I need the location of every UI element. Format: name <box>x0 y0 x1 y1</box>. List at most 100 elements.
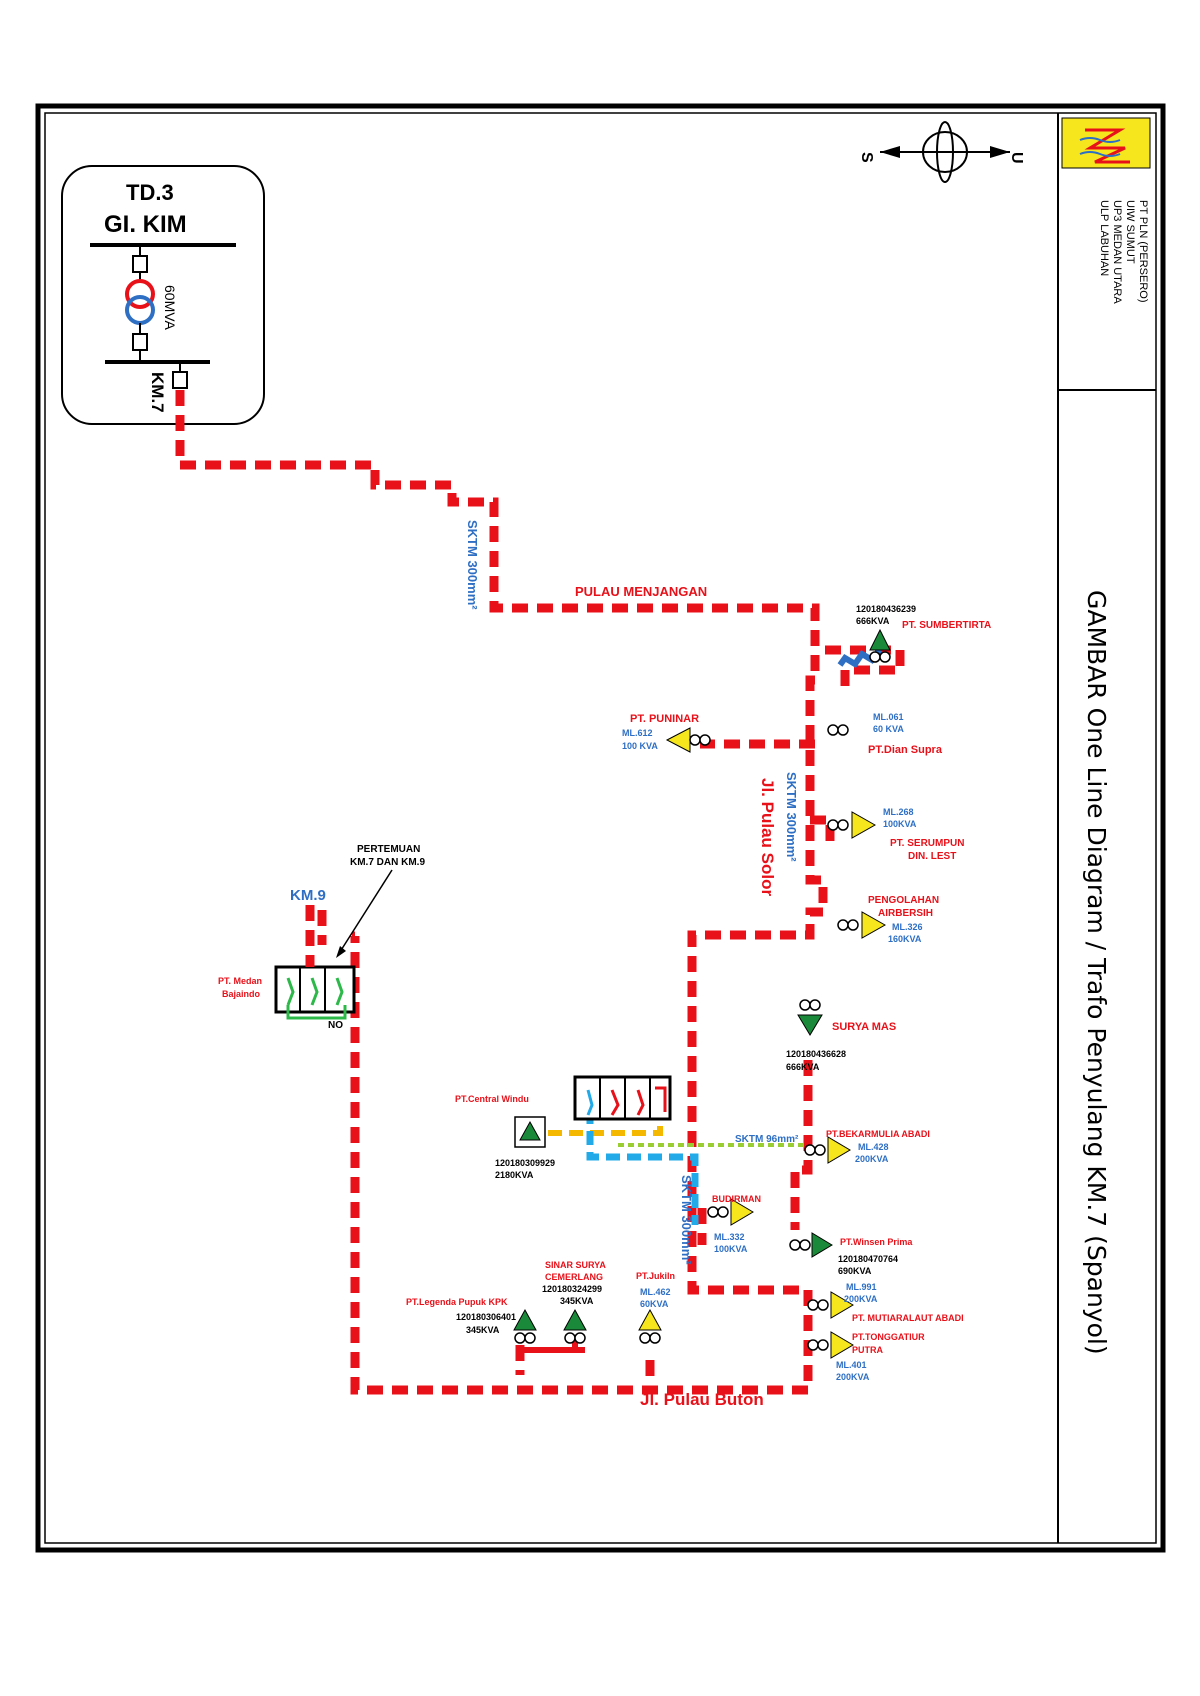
surya-mas-name: SURYA MAS <box>832 1021 896 1033</box>
transformer-sumbertirta-icon <box>869 628 891 651</box>
jukiln-kva: 60KVA <box>640 1299 669 1309</box>
sinar-surya-name1: SINAR SURYA <box>545 1260 606 1270</box>
mutiara-ml: ML.991 <box>846 1282 877 1292</box>
company-line-3: UP3 MEDAN UTARA <box>1111 200 1123 304</box>
pertemuan-line1: PERTEMUAN <box>357 844 420 855</box>
legenda-kva: 345KVA <box>466 1325 500 1335</box>
serumpun-kva: 100KVA <box>883 819 917 829</box>
switch-status-no: NO <box>328 1020 343 1031</box>
bekarmulia-kva: 200KVA <box>855 1154 889 1164</box>
winsen-name: PT.Winsen Prima <box>840 1237 913 1247</box>
transformer-capacity: 60MVA <box>162 285 178 331</box>
transformer-budirman-icon <box>730 1198 754 1226</box>
jukiln-ml: ML.462 <box>640 1287 671 1297</box>
pengolahan-name1: PENGOLAHAN <box>868 895 939 906</box>
tonggatiur-name2: PUTRA <box>852 1345 883 1355</box>
drawing-title: GAMBAR One Line Diagram / Trafo Penyulan… <box>1082 590 1111 1355</box>
transformer-mutiara-icon <box>830 1291 854 1319</box>
tonggatiur-name1: PT.TONGGATIUR <box>852 1332 925 1342</box>
surya-mas-kva: 666KVA <box>786 1062 820 1072</box>
serumpun-name2: DIN. LEST <box>908 851 956 862</box>
bekarmulia-name: PT.BEKARMULIA ABADI <box>826 1129 930 1139</box>
north-arrow-compass <box>880 121 1010 183</box>
legenda-id: 120180306401 <box>456 1312 516 1322</box>
company-line-2: UIW SUMUT <box>1124 200 1136 264</box>
mutiara-kva: 200KVA <box>844 1294 878 1304</box>
central-windu-kva: 2180KVA <box>495 1170 534 1180</box>
medan-bajaindo-name1: PT. Medan <box>218 976 262 986</box>
feeder-label-km7: KM.7 <box>148 372 167 413</box>
power-transformer-primary <box>125 279 155 309</box>
pengolahan-kva: 160KVA <box>888 934 922 944</box>
main-feeder-line <box>175 390 905 1395</box>
puninar-ml: ML.612 <box>622 728 653 738</box>
km9-label: KM.9 <box>290 887 326 904</box>
transformer-bekarmulia-icon <box>827 1136 851 1164</box>
transformer-jukiln-icon <box>638 1308 662 1331</box>
cable-label-top: SKTM 300mm² <box>465 520 480 610</box>
substation-gi: GI. KIM <box>104 211 187 238</box>
drawing-frame-inner <box>44 112 1157 1544</box>
medan-bajaindo-name2: Bajaindo <box>222 989 261 999</box>
budirman-kva: 100KVA <box>714 1244 748 1254</box>
transformer-pengolahan-icon <box>861 911 887 939</box>
bekarmulia-ml: ML.428 <box>858 1142 889 1152</box>
compass-label-u: U <box>1008 152 1025 164</box>
serumpun-ml: ML.268 <box>883 807 914 817</box>
budirman-ml: ML.332 <box>714 1232 745 1242</box>
sinar-surya-id: 120180324299 <box>542 1284 602 1294</box>
compass-label-s: S <box>858 152 875 163</box>
switchgear-central <box>573 1075 672 1121</box>
road-label-solor: Jl. Pulau Solor <box>758 778 777 896</box>
sumbertirta-kva: 666KVA <box>856 616 890 626</box>
winsen-id: 120180470764 <box>838 1254 898 1264</box>
dian-ml: ML.061 <box>873 712 904 722</box>
sinar-surya-kva: 345KVA <box>560 1296 594 1306</box>
cable-label-sktm96: SKTM 96mm² <box>735 1134 799 1145</box>
transformer-sinar-surya-icon <box>563 1308 587 1331</box>
pengolahan-ml: ML.326 <box>892 922 923 932</box>
puninar-name: PT. PUNINAR <box>630 713 699 725</box>
substation-box <box>61 165 265 425</box>
jukiln-name: PT.Jukiln <box>636 1271 675 1281</box>
pengolahan-name2: AIRBERSIH <box>878 908 933 919</box>
sumbertirta-name: PT. SUMBERTIRTA <box>902 620 991 631</box>
feeder-breaker-km7 <box>172 371 188 389</box>
sinar-surya-name2: CEMERLANG <box>545 1272 603 1282</box>
cable-label-mid: SKTM 300mm² <box>784 772 799 862</box>
drawing-frame <box>35 103 1166 1553</box>
cyan-branch <box>586 1110 699 1225</box>
cable-label-low: SKTM 300mm² <box>679 1175 694 1265</box>
tonggatiur-ml: ML.401 <box>836 1360 867 1370</box>
power-transformer-secondary <box>125 295 155 325</box>
central-windu-id: 120180309929 <box>495 1158 555 1168</box>
switchgear-medan-bajaindo <box>274 965 356 1020</box>
central-windu-name: PT.Central Windu <box>455 1094 529 1104</box>
company-line-1: PT PLN (PERSERO) <box>1137 200 1149 303</box>
serumpun-name1: PT. SERUMPUN <box>890 838 964 849</box>
puninar-kva: 100 KVA <box>622 741 658 751</box>
budirman-name: BUDIRMAN <box>712 1194 761 1204</box>
road-label-buton: Jl. Pulau Buton <box>640 1390 764 1409</box>
pertemuan-line2: KM.7 DAN KM.9 <box>350 857 425 868</box>
winsen-kva: 690KVA <box>838 1266 872 1276</box>
road-label-menjangan: PULAU MENJANGAN <box>575 584 707 599</box>
sumbertirta-id: 120180436239 <box>856 604 916 614</box>
transformer-puninar-icon <box>665 727 691 753</box>
breaker-top <box>132 255 148 273</box>
pertemuan-arrow <box>337 869 393 956</box>
transformer-legenda-icon <box>513 1308 537 1331</box>
dian-kva: 60 KVA <box>873 724 904 734</box>
pln-lightning-logo-icon <box>1061 117 1151 169</box>
substation-td: TD.3 <box>126 180 174 205</box>
legenda-name: PT.Legenda Pupuk KPK <box>406 1297 508 1307</box>
transformer-central-windu-icon <box>519 1120 541 1141</box>
tonggatiur-kva: 200KVA <box>836 1372 870 1382</box>
mutiara-name: PT. MUTIARALAUT ABADI <box>852 1313 964 1323</box>
transformer-tonggatiur-icon <box>830 1331 854 1359</box>
transformer-serumpun-icon <box>851 811 877 839</box>
transformer-surya-mas-icon <box>797 1014 823 1036</box>
surya-mas-id: 120180436628 <box>786 1049 846 1059</box>
dian-name: PT.Dian Supra <box>868 744 943 756</box>
